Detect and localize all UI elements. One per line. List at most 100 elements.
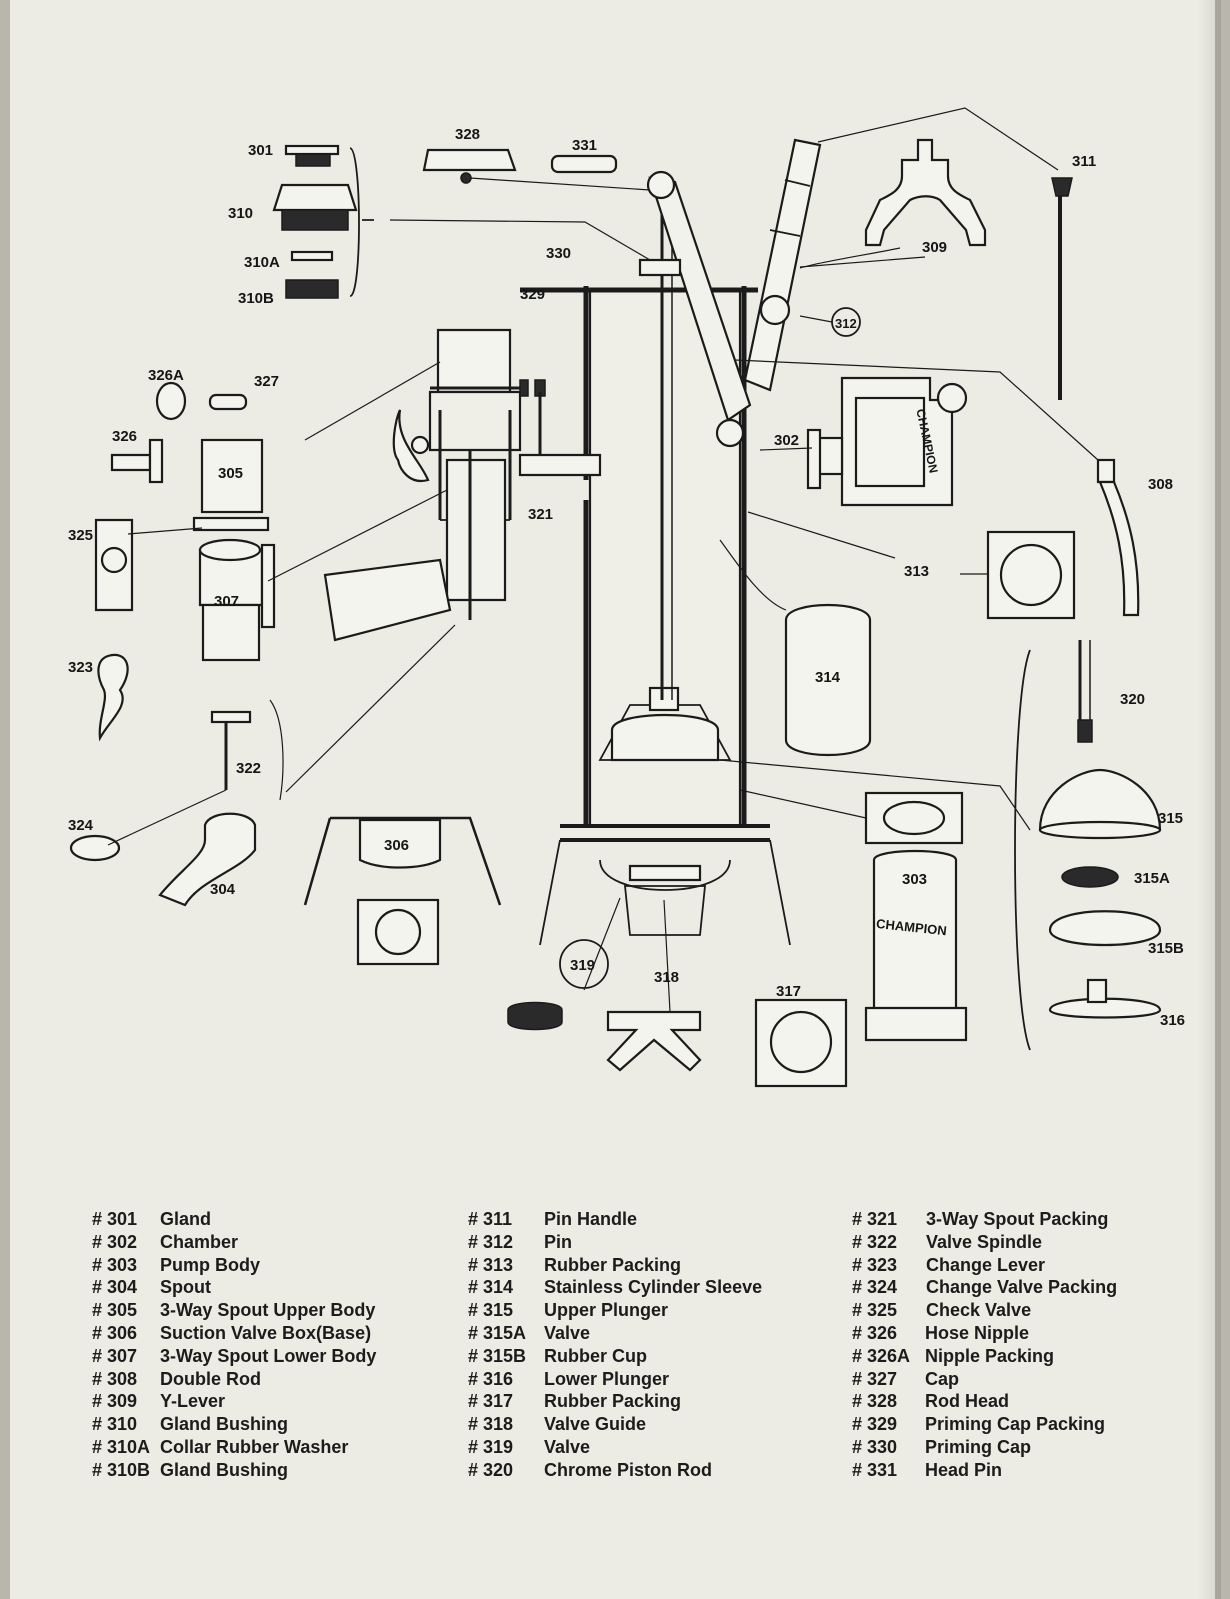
legend-part-name: Pin Handle bbox=[544, 1209, 638, 1229]
legend-part-number: # 324 bbox=[852, 1277, 898, 1298]
legend-item: # 324 Change Valve Packing bbox=[852, 1276, 1117, 1299]
legend-part-number: # 301 bbox=[92, 1209, 138, 1229]
label-330: 330 bbox=[546, 245, 571, 262]
part-320-piston-rod bbox=[1077, 640, 1093, 743]
part-311-pin-handle bbox=[1051, 177, 1073, 400]
part-306-base bbox=[303, 816, 502, 966]
legend-part-number: # 304 bbox=[92, 1277, 138, 1298]
legend-part-number: # 307 bbox=[92, 1345, 138, 1366]
label-325: 325 bbox=[68, 527, 93, 544]
label-309: 309 bbox=[922, 239, 947, 256]
callout-labels: 301 310 310A 310B 328 331 330 329 311 30… bbox=[68, 126, 1185, 1029]
spout-body-parts bbox=[94, 381, 276, 662]
legend-part-number: # 325 bbox=[852, 1300, 898, 1321]
label-324: 324 bbox=[68, 817, 94, 834]
label-327: 327 bbox=[254, 373, 279, 390]
legend-part-number: # 310A bbox=[92, 1436, 151, 1457]
legend-part-number: # 317 bbox=[468, 1391, 514, 1412]
part-309-y-lever bbox=[864, 138, 987, 247]
pump-body-cross-section bbox=[323, 190, 791, 946]
legend-part-name: Collar Rubber Washer bbox=[160, 1436, 349, 1457]
legend-part-number: # 316 bbox=[468, 1368, 514, 1389]
legend-part-name: Change Lever bbox=[926, 1254, 1046, 1275]
legend-part-name: Valve Guide bbox=[544, 1414, 647, 1435]
gland-parts bbox=[272, 144, 374, 299]
legend-item: # 309 Y-Lever bbox=[92, 1390, 225, 1413]
handle-linkage bbox=[638, 138, 822, 448]
legend-part-name: Pump Body bbox=[160, 1254, 261, 1275]
legend-part-number: # 310 bbox=[92, 1414, 138, 1435]
legend-part-name: Head Pin bbox=[925, 1459, 1003, 1480]
label-326: 326 bbox=[112, 428, 137, 445]
label-311: 311 bbox=[1072, 153, 1096, 170]
label-301: 301 bbox=[248, 142, 273, 159]
label-315: 315 bbox=[1158, 810, 1183, 827]
legend-part-number: # 328 bbox=[852, 1391, 898, 1412]
legend-part-name: Nipple Packing bbox=[925, 1345, 1055, 1366]
legend-part-name: Y-Lever bbox=[160, 1391, 226, 1412]
label-312: 312 bbox=[835, 316, 857, 331]
label-323: 323 bbox=[68, 659, 93, 676]
legend-part-number: # 306 bbox=[92, 1322, 138, 1343]
label-310a: 310A bbox=[244, 254, 280, 271]
small-left-parts bbox=[69, 653, 257, 907]
part-314-cylinder-sleeve bbox=[784, 603, 872, 757]
legend-part-number: # 313 bbox=[468, 1254, 514, 1275]
label-304: 304 bbox=[210, 881, 236, 898]
label-315a: 315A bbox=[1134, 870, 1170, 887]
legend-part-name: Spout bbox=[160, 1277, 211, 1298]
legend-part-number: # 330 bbox=[852, 1436, 898, 1457]
legend-part-number: # 315A bbox=[468, 1322, 527, 1343]
legend-part-name: Priming Cap Packing bbox=[925, 1414, 1106, 1435]
legend-part-number: # 312 bbox=[468, 1231, 514, 1252]
label-313: 313 bbox=[904, 563, 929, 580]
label-315b: 315B bbox=[1148, 940, 1184, 957]
part-308-double-rod bbox=[1096, 458, 1140, 617]
label-318: 318 bbox=[654, 969, 679, 986]
legend-part-number: # 311 bbox=[468, 1209, 513, 1229]
exploded-pump-diagram: CHAMPION bbox=[68, 107, 1185, 1088]
legend-part-number: # 315B bbox=[468, 1345, 527, 1366]
label-321: 321 bbox=[528, 506, 553, 523]
label-308: 308 bbox=[1148, 476, 1173, 493]
label-316: 316 bbox=[1160, 1012, 1185, 1029]
legend-part-number: # 308 bbox=[92, 1368, 138, 1389]
label-328: 328 bbox=[455, 126, 480, 143]
legend-part-number: # 327 bbox=[852, 1368, 898, 1389]
legend-item: # 310A Collar Rubber Washer bbox=[92, 1436, 348, 1459]
label-317: 317 bbox=[776, 983, 801, 1000]
legend-part-name: Rubber Packing bbox=[544, 1391, 682, 1412]
part-313-rubber-packing bbox=[986, 530, 1076, 620]
stamp-champion-body: CHAMPION bbox=[875, 916, 947, 938]
legend-part-number: # 309 bbox=[92, 1391, 138, 1412]
legend-part-number: # 315 bbox=[468, 1300, 514, 1321]
label-302: 302 bbox=[774, 432, 799, 449]
legend-part-name: 3-Way Spout Upper Body bbox=[160, 1300, 376, 1321]
legend-part-name: Change Valve Packing bbox=[926, 1277, 1118, 1298]
